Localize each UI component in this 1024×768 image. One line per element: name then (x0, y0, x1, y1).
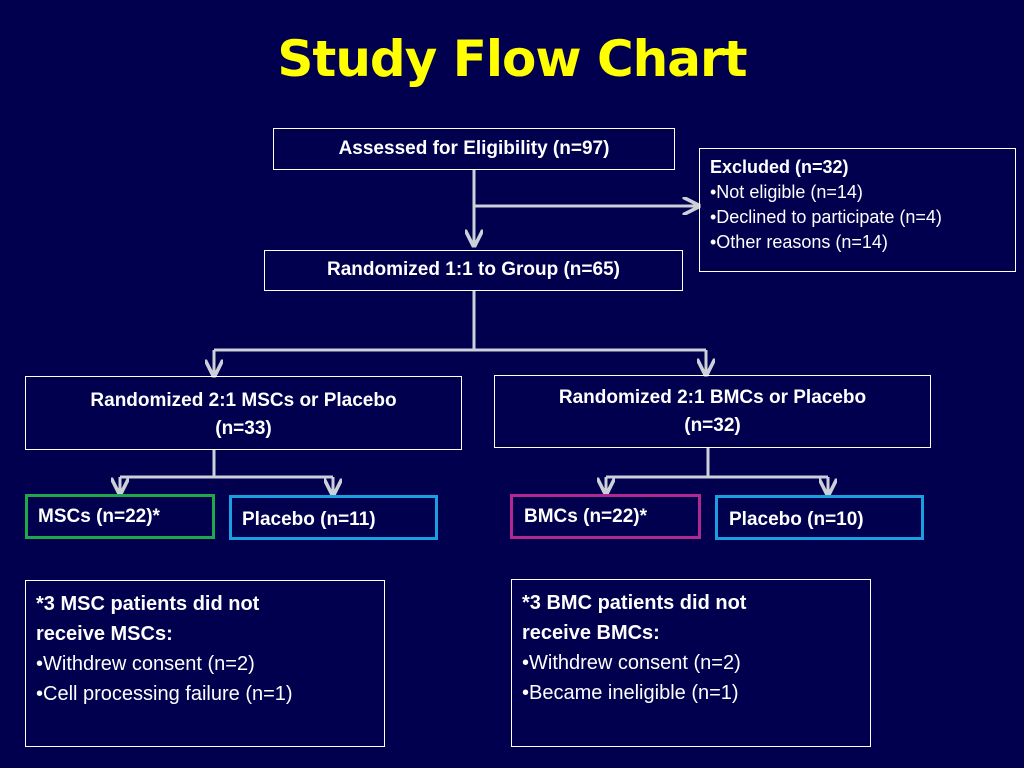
excluded-item: •Declined to participate (n=4) (710, 207, 942, 227)
msc-note-item: •Withdrew consent (n=2) (36, 653, 255, 675)
placebo-msc-label: Placebo (n=11) (242, 509, 376, 530)
bmc-note-item: •Withdrew consent (n=2) (522, 652, 741, 674)
msc-note-line2: receive MSCs: (36, 623, 173, 645)
page-title: Study Flow Chart (277, 30, 747, 88)
msc-group-line2: (n=33) (215, 418, 272, 439)
mscs-box: MSCs (n=22)* (25, 494, 215, 539)
placebo-bmc-box: Placebo (n=10) (715, 495, 924, 540)
excluded-header: Excluded (n=32) (710, 157, 849, 177)
bmc-group-line1: Randomized 2:1 BMCs or Placebo (558, 387, 867, 408)
bmc-note-item: •Became ineligible (n=1) (522, 682, 739, 704)
excluded-item: •Not eligible (n=14) (710, 182, 863, 202)
bmcs-label: BMCs (n=22)* (524, 506, 647, 527)
msc-group-box: Randomized 2:1 MSCs or Placebo (n=33) (25, 376, 462, 450)
msc-note-line1: *3 MSC patients did not (36, 593, 260, 615)
bmc-group-line2: (n=32) (684, 415, 741, 436)
msc-group-line1: Randomized 2:1 MSCs or Placebo (90, 390, 397, 411)
mscs-label: MSCs (n=22)* (38, 506, 160, 527)
assessed-box: Assessed for Eligibility (n=97) (273, 128, 675, 170)
assessed-label: Assessed for Eligibility (n=97) (338, 138, 610, 159)
bmc-note-line2: receive BMCs: (522, 622, 660, 644)
randomized-label: Randomized 1:1 to Group (n=65) (327, 259, 620, 280)
randomized-box: Randomized 1:1 to Group (n=65) (264, 250, 683, 291)
bmcs-box: BMCs (n=22)* (510, 494, 701, 539)
msc-note-item: •Cell processing failure (n=1) (36, 683, 293, 705)
excluded-item: •Other reasons (n=14) (710, 232, 888, 252)
placebo-msc-box: Placebo (n=11) (229, 495, 438, 540)
bmc-group-box: Randomized 2:1 BMCs or Placebo (n=32) (494, 375, 931, 448)
bmc-note-box: *3 BMC patients did not receive BMCs: •W… (511, 579, 871, 747)
excluded-box: Excluded (n=32) •Not eligible (n=14) •De… (699, 148, 1016, 272)
bmc-note-line1: *3 BMC patients did not (522, 592, 747, 614)
placebo-bmc-label: Placebo (n=10) (729, 509, 864, 530)
msc-note-box: *3 MSC patients did not receive MSCs: •W… (25, 580, 385, 747)
